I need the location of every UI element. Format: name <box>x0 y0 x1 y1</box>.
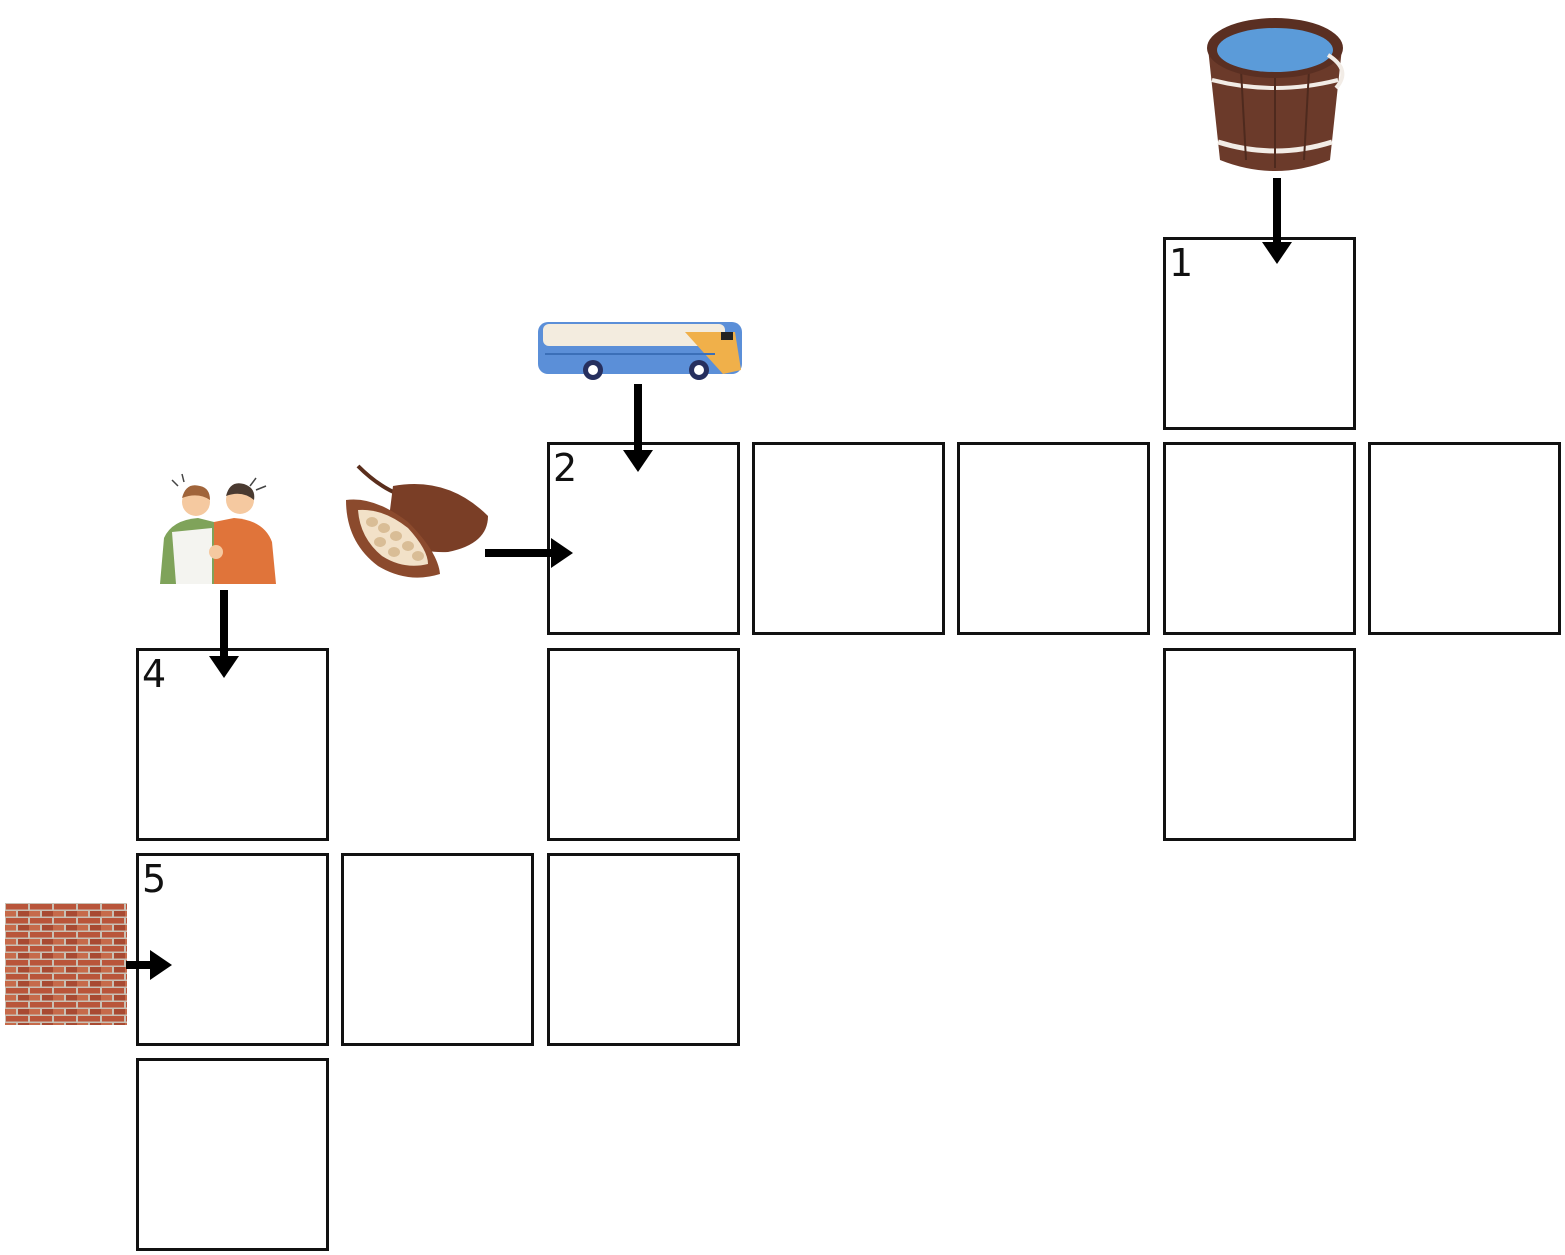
bucket-icon <box>1207 18 1345 171</box>
cocoa-pod-icon <box>346 464 488 578</box>
cell-r3-c3[interactable] <box>547 648 740 841</box>
brick-wall-icon <box>5 903 127 1025</box>
cell-r4-c1[interactable]: 5 <box>136 853 329 1046</box>
cell-r2-c7[interactable] <box>1368 442 1561 635</box>
cell-r3-c6[interactable] <box>1163 648 1356 841</box>
clue-number-1: 1 <box>1169 241 1194 285</box>
arrow-down-4 <box>209 590 239 678</box>
arrow-down-1 <box>1262 178 1292 264</box>
cell-r4-c3[interactable] <box>547 853 740 1046</box>
clue-number-4: 4 <box>142 652 167 696</box>
friends-icon <box>160 473 276 584</box>
arrow-down-2 <box>623 384 653 472</box>
cell-r4-c2[interactable] <box>341 853 534 1046</box>
arrow-across-2 <box>485 538 573 568</box>
cell-r2-c4[interactable] <box>752 442 945 635</box>
cell-r2-c5[interactable] <box>957 442 1150 635</box>
bus-icon <box>538 322 742 380</box>
clue-number-5: 5 <box>142 857 167 901</box>
clue-number-2: 2 <box>553 446 578 490</box>
cell-r2-c6[interactable] <box>1163 442 1356 635</box>
cell-r3-c1[interactable]: 4 <box>136 648 329 841</box>
cell-r2-c3[interactable]: 2 <box>547 442 740 635</box>
cell-r5-c1[interactable] <box>136 1058 329 1251</box>
arrow-across-5 <box>126 950 172 980</box>
cell-r1-c6[interactable]: 1 <box>1163 237 1356 430</box>
